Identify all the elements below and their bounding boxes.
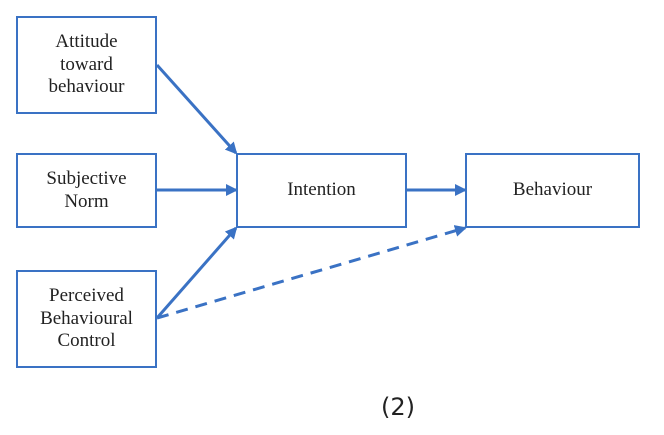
node-subjective-norm: Subjective Norm	[16, 153, 157, 228]
node-attitude-label: Attitude toward behaviour	[48, 30, 125, 98]
node-behaviour-label: Behaviour	[512, 179, 593, 201]
edge-pbc-to-behaviour-dashed	[156, 225, 467, 320]
node-subjective-norm-label: Subjective Norm	[46, 167, 127, 212]
edge-pbc-to-intention	[155, 226, 238, 319]
node-pbc-label: Perceived Behavioural Control	[40, 284, 133, 352]
node-intention-label: Intention	[287, 179, 356, 201]
figure-caption: (2)	[381, 393, 415, 421]
node-intention: Intention	[236, 153, 407, 228]
node-behaviour: Behaviour	[465, 153, 640, 228]
node-perceived-behavioural-control: Perceived Behavioural Control	[16, 270, 157, 368]
edge-attitude-to-intention	[155, 63, 238, 155]
node-attitude-toward-behaviour: Attitude toward behaviour	[16, 16, 157, 114]
